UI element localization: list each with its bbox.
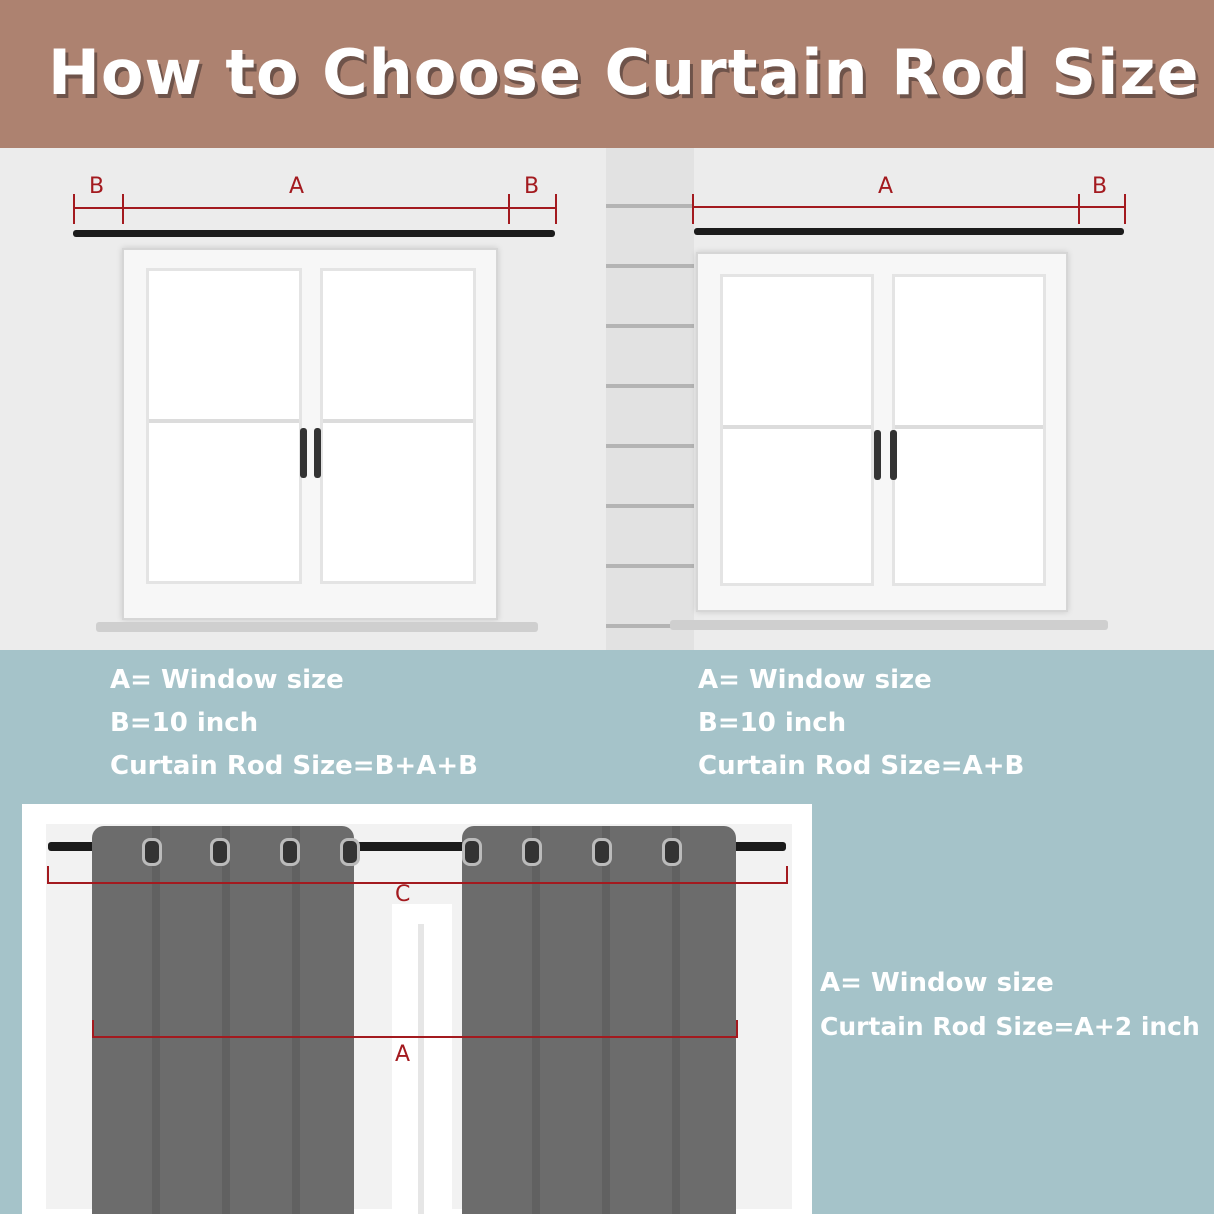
dimension-label-b-right: B xyxy=(524,174,540,199)
dimension-line-c xyxy=(47,882,788,884)
dimension-tick xyxy=(1124,194,1126,224)
window-sill xyxy=(96,622,538,632)
dimension-tick xyxy=(736,1020,738,1038)
dimension-tick xyxy=(122,194,124,224)
page-title: How to Choose Curtain Rod Size xyxy=(48,36,1200,109)
dimension-line-a xyxy=(92,1036,738,1038)
brick-wall xyxy=(606,148,694,650)
window-pane-left xyxy=(720,274,874,586)
dimension-tick xyxy=(1078,194,1080,224)
curtain-panel-left xyxy=(92,826,360,1214)
dimension-label-a: A xyxy=(878,174,894,199)
diagram-curtains: C A xyxy=(22,804,812,1214)
dimension-tick xyxy=(92,1020,94,1038)
window-frame xyxy=(696,252,1068,612)
formula-line: A= Window size xyxy=(820,968,1054,998)
dimension-line xyxy=(73,207,557,209)
dimension-tick xyxy=(786,866,788,884)
dimension-tick xyxy=(555,194,557,224)
curtain-rod xyxy=(694,228,1124,235)
curtain-rod xyxy=(48,842,786,851)
formula-line: A= Window size xyxy=(110,665,344,695)
window-pane-right xyxy=(320,268,476,584)
formula-line: Curtain Rod Size=B+A+B xyxy=(110,751,478,781)
dimension-tick xyxy=(692,194,694,224)
dimension-tick xyxy=(73,194,75,224)
curtain-rod xyxy=(73,230,555,237)
formula-both-sides: A= Window size B=10 inch Curtain Rod Siz… xyxy=(110,659,478,788)
dimension-label-b-left: B xyxy=(89,174,105,199)
diagram-both-sides: B A B xyxy=(0,148,606,650)
dimension-label-a: A xyxy=(395,1042,411,1067)
dimension-line xyxy=(692,206,1126,208)
window-handle xyxy=(874,430,881,480)
dimension-label-a: A xyxy=(289,174,305,199)
dimension-tick xyxy=(508,194,510,224)
formula-one-side: A= Window size B=10 inch Curtain Rod Siz… xyxy=(698,659,1024,788)
diagram-one-side: A B xyxy=(606,148,1214,650)
formula-line: B=10 inch xyxy=(110,708,259,738)
header-banner: How to Choose Curtain Rod Size xyxy=(0,0,1214,148)
formula-line: B=10 inch xyxy=(698,708,847,738)
window-handle xyxy=(890,430,897,480)
dimension-label-c: C xyxy=(395,882,411,907)
formula-line: Curtain Rod Size=A+2 inch xyxy=(820,1012,1200,1041)
dimension-label-b: B xyxy=(1092,174,1108,199)
window-pane-right xyxy=(892,274,1046,586)
formula-line: A= Window size xyxy=(698,665,932,695)
window-frame xyxy=(122,248,498,620)
window-glimpse xyxy=(392,904,452,1214)
window-pane-left xyxy=(146,268,302,584)
formula-curtains: A= Window size Curtain Rod Size=A+2 inch xyxy=(820,962,1200,1048)
formula-line: Curtain Rod Size=A+B xyxy=(698,751,1025,781)
window-sill xyxy=(670,620,1108,630)
dimension-tick xyxy=(47,866,49,884)
window-handle xyxy=(314,428,321,478)
window-handle xyxy=(300,428,307,478)
curtain-panel-right xyxy=(462,826,736,1214)
